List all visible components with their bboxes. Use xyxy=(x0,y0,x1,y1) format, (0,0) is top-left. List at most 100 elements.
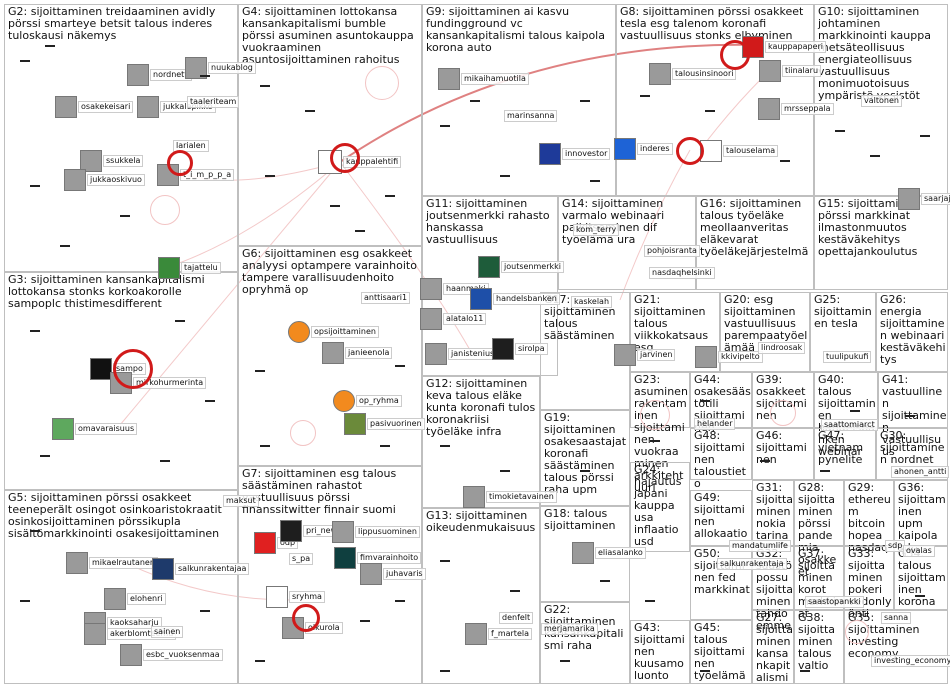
vertex-dash xyxy=(205,400,215,402)
vertex-node[interactable]: kkivipelto xyxy=(695,346,763,368)
vertex-label: sryhma xyxy=(289,591,325,603)
vertex-node[interactable]: salkunrakentaja xyxy=(716,558,787,570)
group-label: G14: sijoittaminen varmalo webinaari pal… xyxy=(562,197,665,246)
vertex-node[interactable]: taaleriteam xyxy=(186,96,240,108)
vertex-node[interactable]: tuulipukufi xyxy=(822,351,872,363)
vertex-node[interactable]: saarjaj xyxy=(898,188,950,210)
vertex-node[interactable]: pasivuorinen xyxy=(344,413,425,435)
vertex-dash xyxy=(380,445,390,447)
vertex-node[interactable]: s_pa xyxy=(288,553,314,565)
vertex-node[interactable]: mikaelrautanen xyxy=(66,552,158,574)
vertex-node[interactable]: denfelt xyxy=(498,612,534,624)
profile-image xyxy=(333,390,355,412)
vertex-node[interactable]: mrsseppala xyxy=(758,98,834,120)
vertex-node[interactable]: nuukablog xyxy=(185,57,256,79)
vertex-node[interactable]: nasdaqhelsinki xyxy=(648,267,715,279)
vertex-node[interactable]: osakekeisari xyxy=(55,96,134,118)
vertex-node[interactable]: omavaraisuus xyxy=(52,418,138,440)
vertex-node[interactable]: alatalo11 xyxy=(420,308,487,330)
vertex-node[interactable]: joutsenmerkki xyxy=(478,256,564,278)
vertex-node[interactable]: sanna xyxy=(880,612,912,624)
vertex-node[interactable]: ssukkela xyxy=(80,150,144,172)
vertex-node[interactable]: anttisaari1 xyxy=(360,292,411,304)
vertex-dash xyxy=(700,670,710,672)
vertex-node[interactable]: sryhma xyxy=(266,586,325,608)
self-loop xyxy=(330,143,360,173)
self-loop xyxy=(292,604,320,632)
vertex-node[interactable]: salkunrakentajaa xyxy=(152,558,250,580)
group-box: G47: vietnam pynelite xyxy=(814,428,876,480)
vertex-node[interactable]: pohjoisranta xyxy=(643,245,700,257)
vertex-node[interactable]: sainen xyxy=(150,626,184,638)
profile-image xyxy=(90,358,112,380)
profile-image xyxy=(465,623,487,645)
group-label: G47: vietnam pynelite xyxy=(818,429,867,466)
vertex-label: opsijoittaminen xyxy=(311,326,379,338)
vertex-label: eliasalanko xyxy=(595,547,646,559)
vertex-node[interactable]: timokietavainen xyxy=(463,486,557,508)
vertex-node[interactable]: merjamarika xyxy=(540,623,598,635)
group-label: G49: sijoittaminen allokaatio xyxy=(694,491,748,540)
vertex-dash xyxy=(120,215,130,217)
vertex-node[interactable]: marinsanna xyxy=(503,110,558,122)
self-loop xyxy=(770,400,796,426)
vertex-node[interactable]: janistenius xyxy=(425,343,498,365)
vertex-node[interactable]: larialen xyxy=(172,140,209,152)
vertex-node[interactable]: jukkaoskivuo xyxy=(64,169,145,191)
vertex-node[interactable]: op_ryhma xyxy=(333,390,402,412)
vertex-node[interactable]: f_martela xyxy=(465,623,532,645)
vertex-node[interactable]: elohenri xyxy=(104,588,166,610)
group-label: G9: sijoittaminen ai kasvu fundingground… xyxy=(426,5,609,54)
vertex-node[interactable]: talousinsinoori xyxy=(649,63,737,85)
vertex-node[interactable]: tajattelu xyxy=(158,257,221,279)
vertex-node[interactable]: lindroosak xyxy=(757,342,806,354)
group-label: G5: sijoittaminen pörssi osakkeet teenep… xyxy=(8,491,226,540)
vertex-label: merjamarika xyxy=(541,623,598,635)
vertex-node[interactable]: saattomiarct xyxy=(820,419,878,431)
vertex-dash xyxy=(440,560,450,562)
vertex-node[interactable]: lippusuominen xyxy=(332,521,420,543)
vertex-node[interactable]: inderes xyxy=(614,138,673,160)
vertex-node[interactable]: maksut xyxy=(222,495,259,507)
vertex-dash xyxy=(385,195,395,197)
group-box: G19: sijoittaminen osakesaastajat korona… xyxy=(540,410,630,506)
vertex-node[interactable]: investing_economy xyxy=(870,655,950,667)
vertex-node[interactable]: nordnetfi xyxy=(127,64,193,86)
vertex-label: sirolpa xyxy=(515,343,548,355)
vertex-node[interactable]: kom_terry xyxy=(572,224,620,236)
vertex-node[interactable]: tiinalaru xyxy=(759,60,822,82)
vertex-node[interactable]: handelsbanken xyxy=(470,288,560,310)
vertex-node[interactable]: ovalas xyxy=(902,545,935,557)
vertex-label: lindroosak xyxy=(758,342,806,354)
group-box: G45: talous sijoittaminen työelämä xyxy=(690,620,752,684)
vertex-node[interactable]: esbc_vuoksenmaa xyxy=(120,644,223,666)
profile-image xyxy=(614,344,636,366)
vertex-node[interactable]: sdp xyxy=(884,540,906,552)
vertex-node[interactable]: janieenola xyxy=(322,342,393,364)
vertex-node[interactable]: kaskelah xyxy=(570,296,613,308)
vertex-node[interactable]: helander xyxy=(693,418,736,430)
vertex-node[interactable]: sirolpa xyxy=(492,338,548,360)
vertex-node[interactable]: innovestor xyxy=(539,143,611,165)
vertex-node[interactable]: mikaihamuotila xyxy=(438,68,529,90)
vertex-node[interactable]: eliasalanko xyxy=(572,542,646,564)
vertex-label: talousinsinoori xyxy=(672,68,737,80)
vertex-label: valtonen xyxy=(861,95,902,107)
vertex-node[interactable]: juhavaris xyxy=(360,563,426,585)
vertex-node[interactable]: talouselama xyxy=(700,140,779,162)
vertex-node[interactable]: ahonen_antti xyxy=(890,466,950,478)
vertex-node[interactable]: fimvarainhoito xyxy=(334,547,422,569)
vertex-label: kom_terry xyxy=(573,224,620,236)
vertex-node[interactable]: kauppapaperi xyxy=(742,36,827,58)
vertex-node[interactable]: haanmaki xyxy=(420,278,489,300)
vertex-node[interactable]: saastopankki xyxy=(804,596,864,608)
vertex-node[interactable]: valtonen xyxy=(860,95,902,107)
group-box: G46: sijoittaminen xyxy=(752,428,814,480)
vertex-node[interactable]: opsijoittaminen xyxy=(288,321,379,343)
group-label: G24: hajautus japani kauppa usa inflaati… xyxy=(634,463,685,548)
group-label: G12: sijoittaminen keva talous eläke kun… xyxy=(426,377,539,438)
vertex-dash xyxy=(200,75,210,77)
vertex-label: handelsbanken xyxy=(493,293,560,305)
vertex-node[interactable]: jarvinen xyxy=(614,344,676,366)
vertex-node[interactable]: mandatumlife xyxy=(728,540,791,552)
